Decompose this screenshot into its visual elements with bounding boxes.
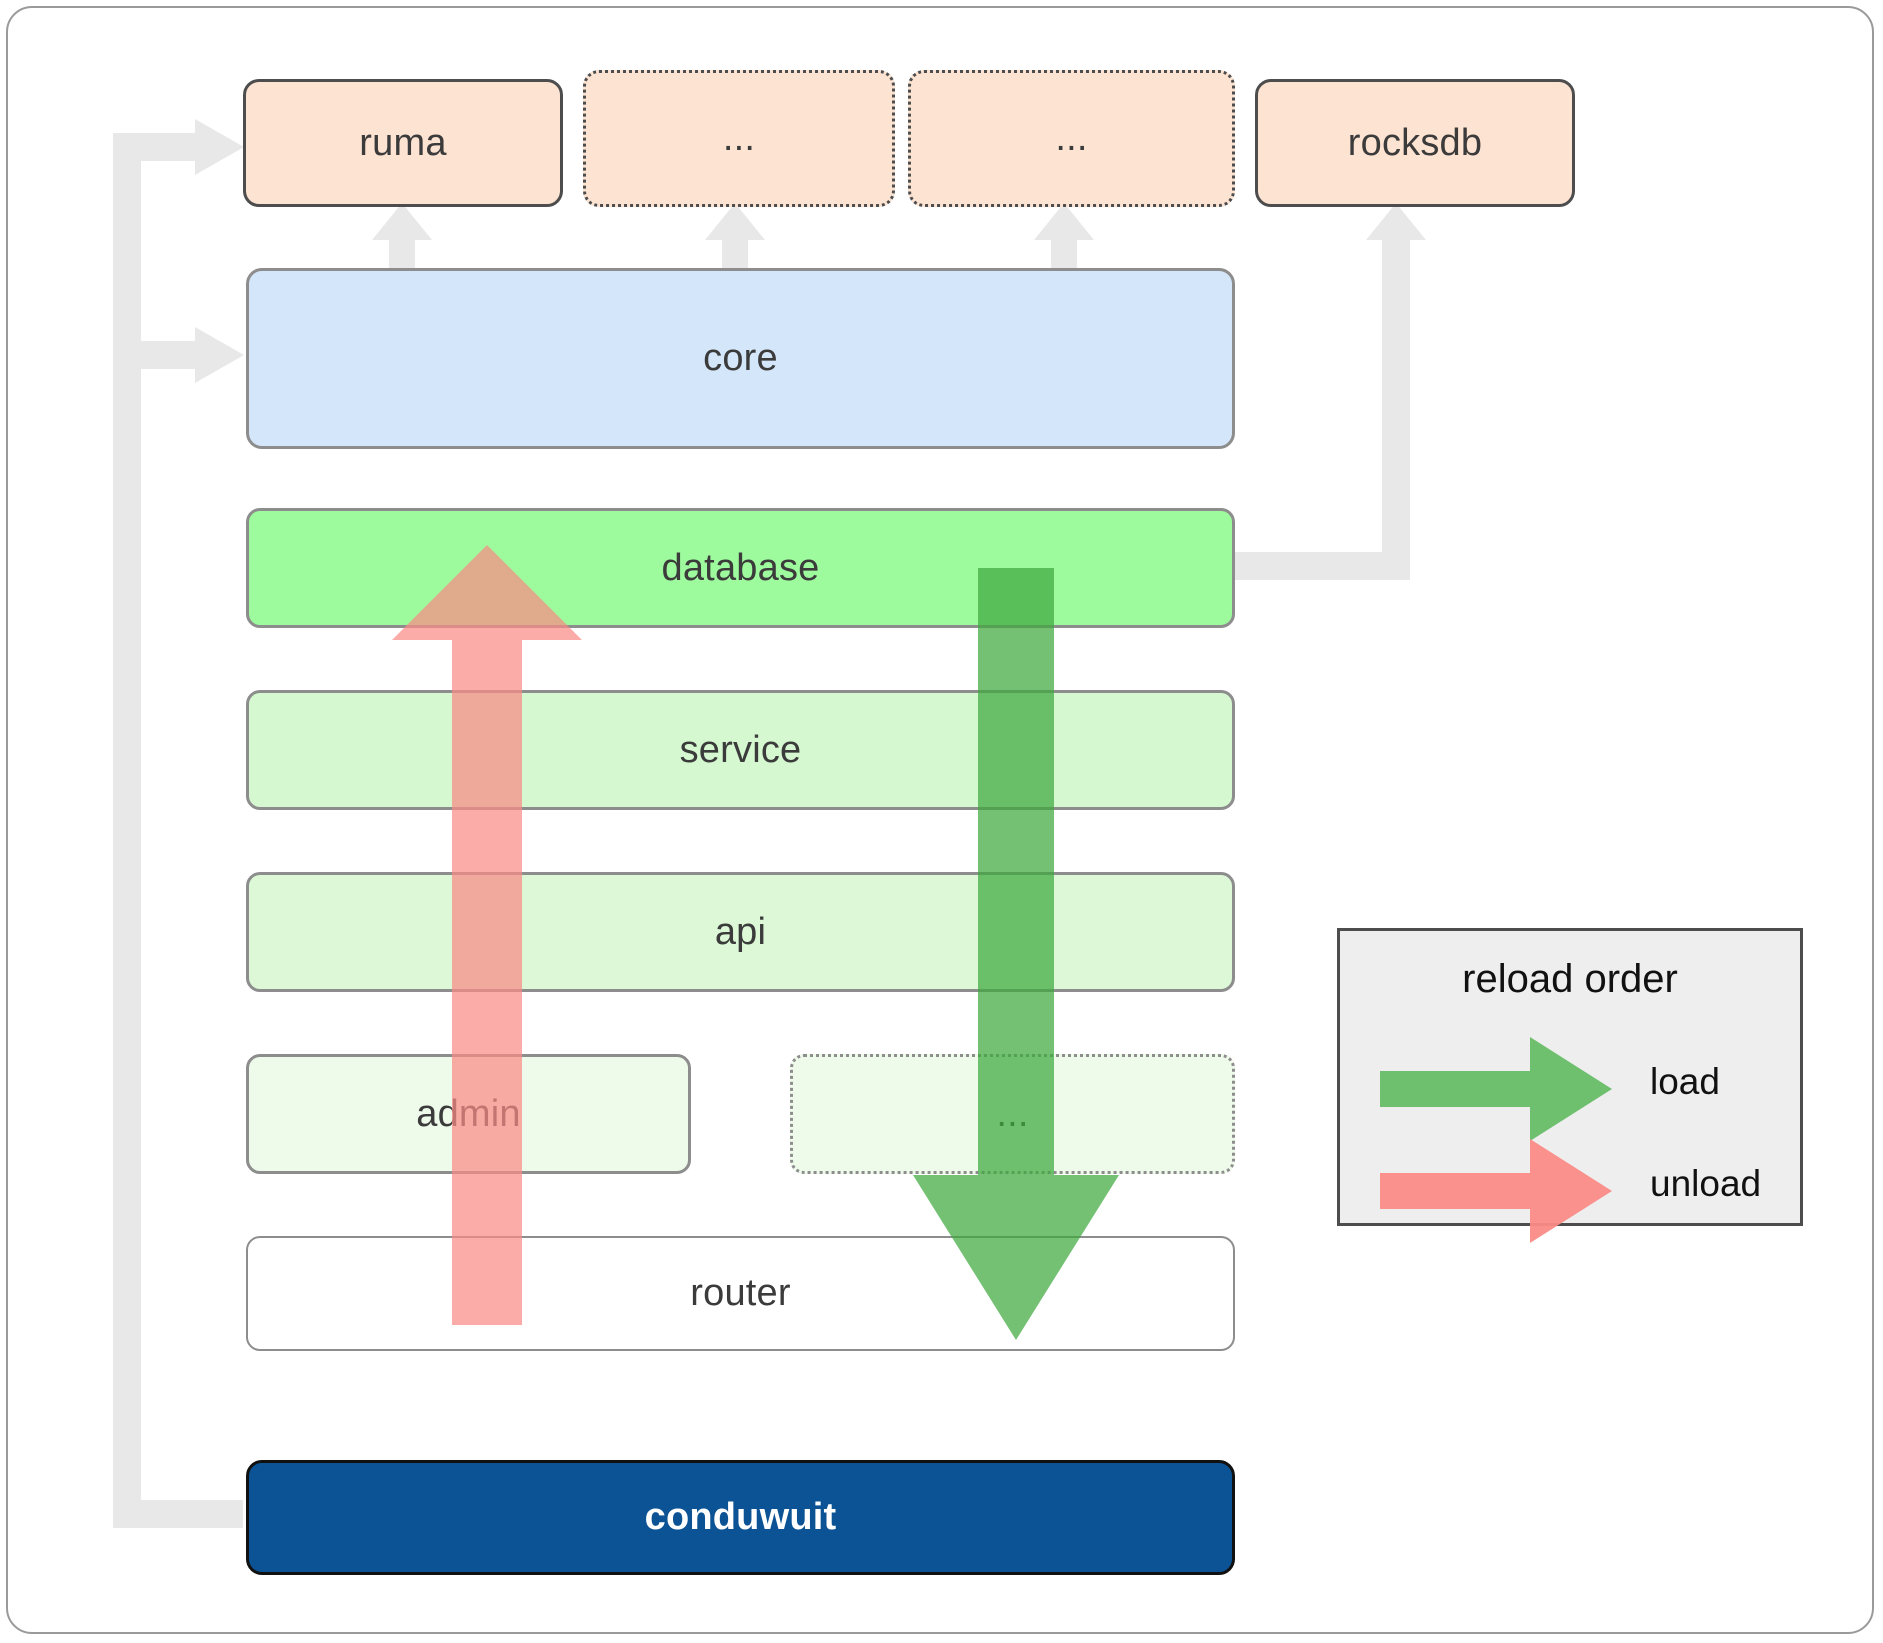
layer-label: api [714,910,767,953]
core-label: core [703,337,778,379]
dependency-label: ... [1055,117,1088,159]
layer-box-service[interactable]: service [246,690,1235,810]
dependency-label: ruma [359,121,447,164]
unload-arrow-icon [1380,1139,1612,1243]
dependency-box-ruma[interactable]: ruma [243,79,563,207]
layer-label: admin [416,1092,521,1135]
dependency-box-rocksdb[interactable]: rocksdb [1255,79,1575,207]
legend-panel: reload order load unload [1337,928,1803,1243]
layer-box-api[interactable]: api [246,872,1235,992]
legend-row-unload: unload [1340,1139,1800,1243]
core-box[interactable]: core [246,268,1235,449]
layer-label: database [661,546,820,589]
dependency-label: rocksdb [1347,121,1483,164]
legend-label-load: load [1650,1061,1720,1102]
layer-box-database[interactable]: database [246,508,1235,628]
dependency-box-ellipsis-2[interactable]: ... [908,70,1235,207]
root-label: conduwuit [644,1496,837,1538]
root-box-conduwuit[interactable]: conduwuit [246,1460,1235,1575]
layer-label: service [679,728,802,771]
layer-box-admin[interactable]: admin [246,1054,691,1174]
dependency-box-ellipsis-1[interactable]: ... [583,70,895,207]
layer-box-router[interactable]: router [246,1236,1235,1351]
legend-row-load: load [1340,1037,1800,1141]
legend-title: reload order [1462,957,1678,1001]
layer-label: router [690,1272,791,1314]
legend-label-unload: unload [1650,1163,1762,1204]
load-arrow-icon [1380,1037,1612,1141]
layer-label: ... [996,1092,1029,1135]
dependency-label: ... [722,117,756,159]
layer-box-ellipsis[interactable]: ... [790,1054,1235,1174]
